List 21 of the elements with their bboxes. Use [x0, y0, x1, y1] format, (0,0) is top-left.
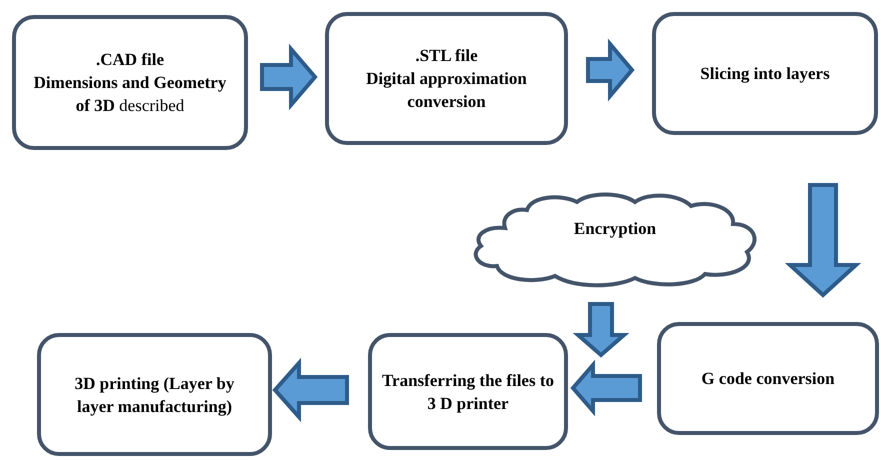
node-text: 3D printing (Layer by layer manufacturing): [74, 372, 236, 418]
block-arrow: [784, 183, 862, 298]
block-arrow: [272, 358, 349, 422]
node-text: .STL file: [415, 45, 478, 67]
node-text: Encryption: [574, 218, 656, 240]
node-text: Digital approximation conversion: [365, 68, 528, 113]
node-text: Transferring the files to 3 D printer: [380, 370, 555, 414]
process-box: [12, 15, 248, 150]
block-arrow: [570, 360, 642, 416]
block-arrow: [572, 302, 630, 358]
process-box: [368, 333, 568, 450]
process-box: [37, 333, 272, 456]
block-arrow: [260, 44, 318, 110]
block-arrow: [586, 38, 635, 102]
process-box: [325, 12, 568, 145]
process-box: [657, 322, 879, 435]
node-text: G code conversion: [701, 368, 835, 390]
node-text: .CAD file: [96, 49, 164, 71]
node-text: Slicing into layers: [700, 63, 830, 85]
process-box: [652, 12, 878, 135]
node-text: Dimensions and Geometry of 3D described: [32, 72, 228, 117]
